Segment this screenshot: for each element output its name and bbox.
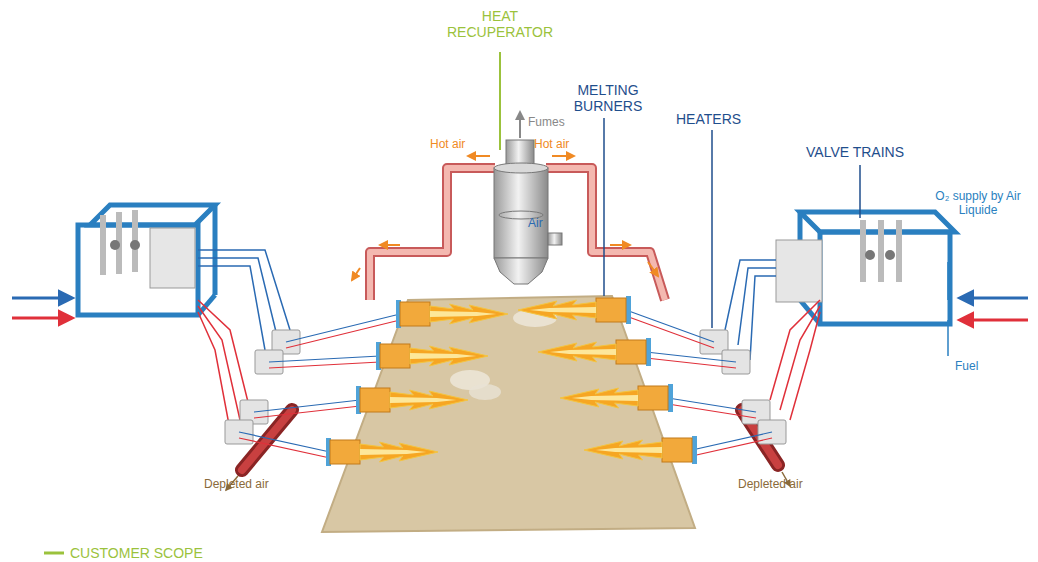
valve-train-left xyxy=(78,205,215,315)
melting-burner xyxy=(584,436,697,464)
valve-train-right xyxy=(776,212,955,324)
supply-wires xyxy=(198,250,820,430)
burner-wire xyxy=(668,398,756,412)
melting-burner xyxy=(560,384,673,412)
legend-text: CUSTOMER SCOPE xyxy=(70,545,203,561)
leader-lines xyxy=(500,52,860,328)
flow-label: Hot air xyxy=(430,138,490,152)
flow-label: Depleted air xyxy=(738,478,828,492)
hot-air-pipes xyxy=(370,168,665,300)
melting-burner xyxy=(356,386,468,414)
callout-label: VALVE TRAINS xyxy=(806,144,926,160)
legend-line-sample xyxy=(44,552,64,555)
flow-label: Air xyxy=(528,217,558,231)
burner-wire xyxy=(286,314,400,342)
flow-label: O₂ supply by Air Liquide xyxy=(930,190,1026,218)
burner-wire xyxy=(269,356,380,362)
melting-burner xyxy=(538,338,651,366)
glass-bath xyxy=(322,296,695,532)
flow-label: Fumes xyxy=(528,116,578,130)
burner-wire xyxy=(692,438,772,456)
burner-wire xyxy=(668,404,756,418)
flow-label: Fuel xyxy=(955,360,995,374)
melting-burner xyxy=(376,342,488,370)
depleted-air-pipes xyxy=(226,410,790,490)
burner-wire xyxy=(254,406,360,418)
burner-wire xyxy=(646,352,736,362)
burner-wire xyxy=(646,358,736,368)
callout-label: HEATERS xyxy=(676,111,756,127)
burner-wire xyxy=(254,400,360,412)
burner-wire xyxy=(626,310,714,342)
flow-label: Hot air xyxy=(534,138,594,152)
burner-wire xyxy=(269,362,380,368)
melting-burner xyxy=(518,296,631,324)
burner-wire xyxy=(239,438,330,458)
melting-burner xyxy=(396,300,508,328)
heat-recuperator xyxy=(494,140,562,284)
callout-label: HEAT RECUPERATOR xyxy=(445,8,555,40)
callout-label: MELTING BURNERS xyxy=(566,82,650,114)
melting-burner xyxy=(326,438,438,466)
burner-wire xyxy=(239,432,330,452)
flow-label: Depleted air xyxy=(204,478,294,492)
